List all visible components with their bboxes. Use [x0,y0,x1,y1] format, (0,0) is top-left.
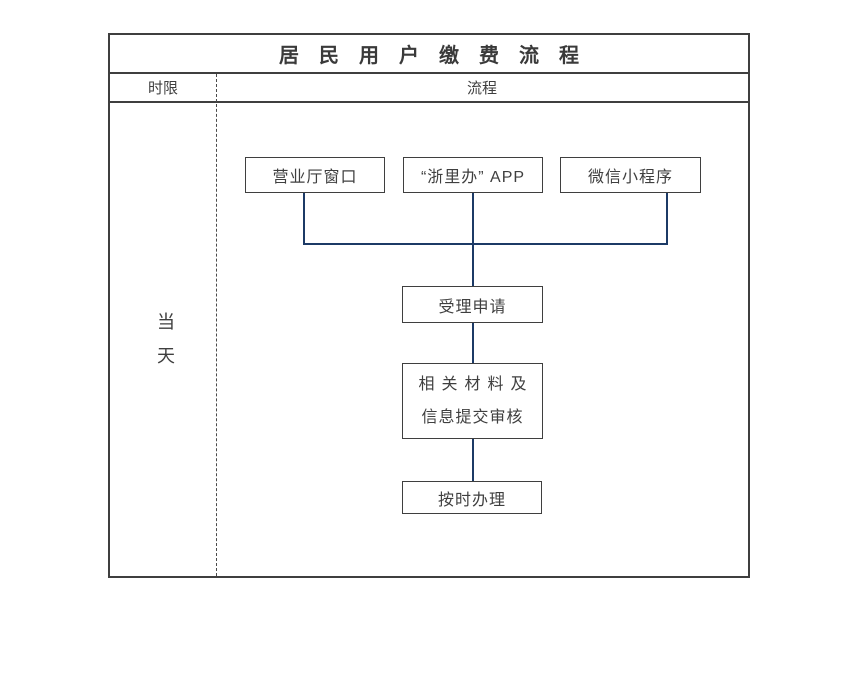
column-divider [216,74,217,576]
flow-node-handle-on-time: 按时办理 [402,481,542,514]
connector-accept-to-review [472,323,474,363]
connector-channel1-down [303,193,305,245]
connector-merge-horizontal [303,243,668,245]
flow-node-zheliban-app: “浙里办” APP [403,157,543,193]
connector-channel2-down [472,193,474,286]
review-line-1: 相关材料及 [418,376,534,393]
header-time-limit: 时限 [147,80,178,97]
page-title: 居民用户缴费流程 [110,35,748,74]
flow-node-materials-review: 相关材料及 信息提交审核 [402,363,543,439]
time-limit-value: 当天 [155,312,175,380]
table-header: 时限 流程 [110,74,748,103]
flow-node-business-hall: 营业厅窗口 [245,157,385,193]
connector-review-to-handle [472,439,474,481]
flow-node-wechat-miniprogram: 微信小程序 [560,157,701,193]
flow-node-accept-application: 受理申请 [402,286,543,323]
review-line-2: 信息提交审核 [421,409,524,426]
connector-channel3-down [666,193,668,245]
header-process: 流程 [466,80,497,97]
